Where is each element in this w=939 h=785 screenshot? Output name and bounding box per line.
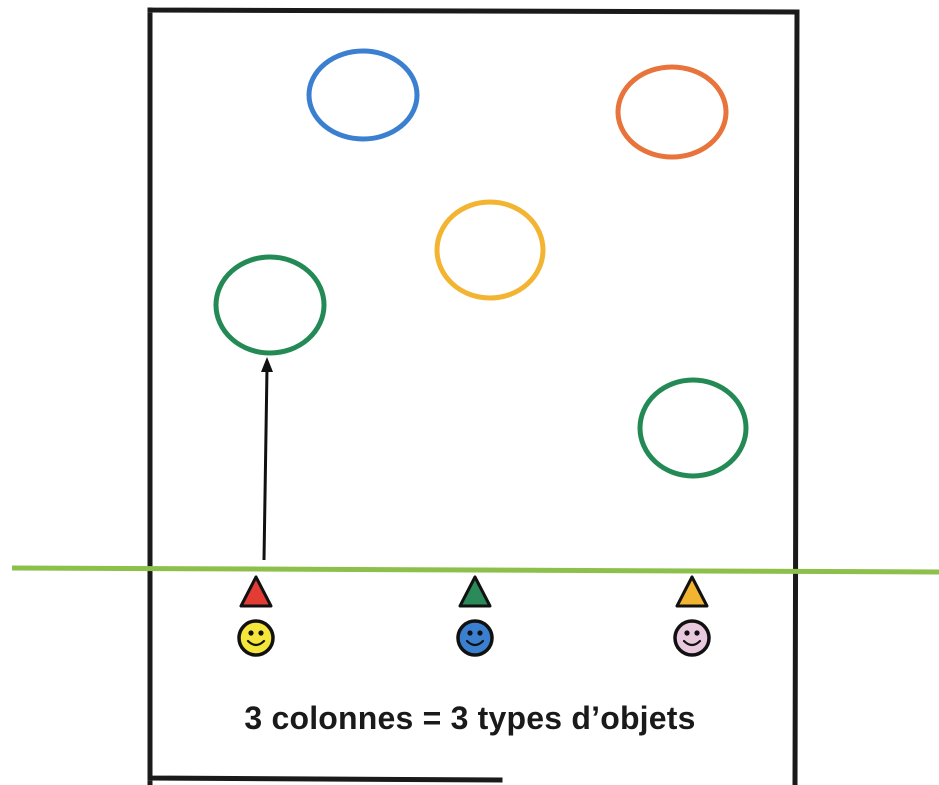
smiley-face-icon [456,619,494,657]
hoop-orange [615,64,729,160]
movement-arrow [261,357,273,561]
arrow-head [261,357,273,372]
caption-text: 3 colonnes = 3 types d’objets [244,700,696,736]
cone-marker [675,575,709,608]
cone-marker [458,575,492,608]
hoop-green-right [637,377,749,479]
column-left [237,575,275,657]
columns-group [237,575,711,657]
hoops-group [213,48,749,479]
cone-marker [239,575,273,608]
smiley-face-icon [237,619,275,657]
hoop-green-left [213,254,327,356]
hoop-blue [306,48,420,142]
column-right [673,575,711,657]
hoop-yellow [434,199,546,301]
smiley-face-icon [673,619,711,657]
field-frame [147,7,800,785]
column-middle [456,575,494,657]
start-line [11,565,939,575]
